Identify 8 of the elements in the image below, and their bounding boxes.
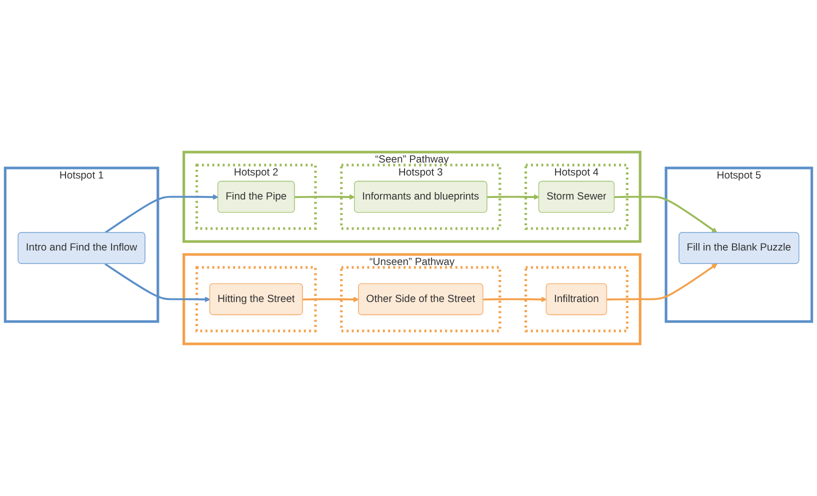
arrow	[294, 194, 355, 200]
arrow	[483, 296, 547, 302]
arrow	[607, 264, 718, 300]
arrow	[302, 296, 359, 302]
arrow	[487, 194, 540, 200]
arrow	[104, 263, 210, 302]
arrow	[104, 194, 218, 234]
arrow	[614, 196, 718, 234]
